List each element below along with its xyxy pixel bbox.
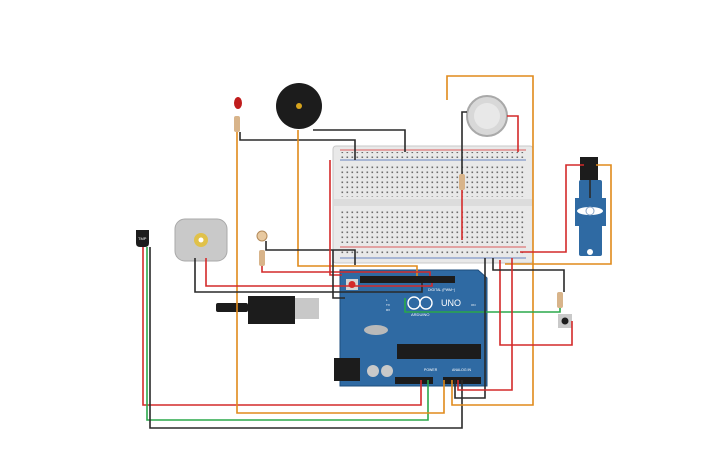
tx-label: TX: [386, 303, 390, 307]
photoresistor[interactable]: [256, 230, 268, 242]
wire-black[interactable]: [313, 129, 406, 152]
l-label: L: [386, 298, 388, 302]
wire-black[interactable]: [194, 258, 423, 293]
wire-green[interactable]: [404, 298, 561, 313]
wire-orange[interactable]: [236, 132, 445, 414]
atmega-chip: [397, 344, 481, 359]
dc-motor[interactable]: [174, 218, 228, 262]
red-led[interactable]: [234, 97, 242, 109]
digital-header[interactable]: [360, 276, 455, 283]
capacitor: [367, 365, 379, 377]
wire-red[interactable]: [457, 258, 513, 391]
resistor-button: [557, 292, 563, 308]
analog-header-label: ANALOG IN: [452, 368, 472, 372]
pushbutton[interactable]: [558, 314, 572, 328]
wire-red[interactable]: [507, 115, 519, 152]
wire-red[interactable]: [205, 258, 433, 287]
crystal: [364, 325, 388, 335]
piezo-buzzer[interactable]: [276, 83, 322, 129]
usb-cable[interactable]: [216, 296, 319, 324]
tmp-label: TMP: [138, 236, 147, 241]
resistor-led: [234, 116, 240, 132]
wire-red[interactable]: [329, 160, 342, 276]
power-header[interactable]: [395, 377, 433, 384]
capacitor: [381, 365, 393, 377]
wire-orange[interactable]: [505, 164, 612, 265]
wire-red[interactable]: [142, 247, 422, 406]
wire-red[interactable]: [520, 164, 584, 253]
wire-orange[interactable]: [446, 75, 534, 406]
brand-label: ARDUINO: [411, 312, 429, 317]
servo-motor[interactable]: [575, 157, 606, 256]
wire-red[interactable]: [499, 260, 573, 346]
rx-label: RX: [386, 308, 390, 312]
power-header-label: POWER: [424, 368, 438, 372]
gas-sensor[interactable]: [466, 95, 508, 137]
wire-red[interactable]: [261, 266, 431, 276]
resistor-gas: [459, 174, 465, 190]
arduino-uno[interactable]: UNO ARDUINO DIGITAL (PWM~) POWER ANALOG …: [334, 269, 488, 387]
wire-black[interactable]: [149, 247, 463, 429]
wire-black[interactable]: [454, 258, 486, 399]
wire-black[interactable]: [332, 250, 345, 299]
digital-header-label: DIGITAL (PWM~): [428, 288, 455, 292]
wire-black[interactable]: [461, 111, 467, 174]
breadboard[interactable]: [332, 145, 534, 264]
wire-black[interactable]: [265, 241, 356, 265]
wire-black[interactable]: [492, 258, 565, 292]
on-label: ON: [471, 303, 476, 307]
power-jack[interactable]: [334, 358, 360, 381]
wire-green[interactable]: [146, 247, 429, 421]
model-label: UNO: [441, 298, 461, 308]
resistor-photo: [259, 250, 265, 266]
wire-orange[interactable]: [297, 130, 418, 276]
wires: [142, 75, 612, 429]
temperature-sensor[interactable]: TMP: [136, 230, 149, 247]
